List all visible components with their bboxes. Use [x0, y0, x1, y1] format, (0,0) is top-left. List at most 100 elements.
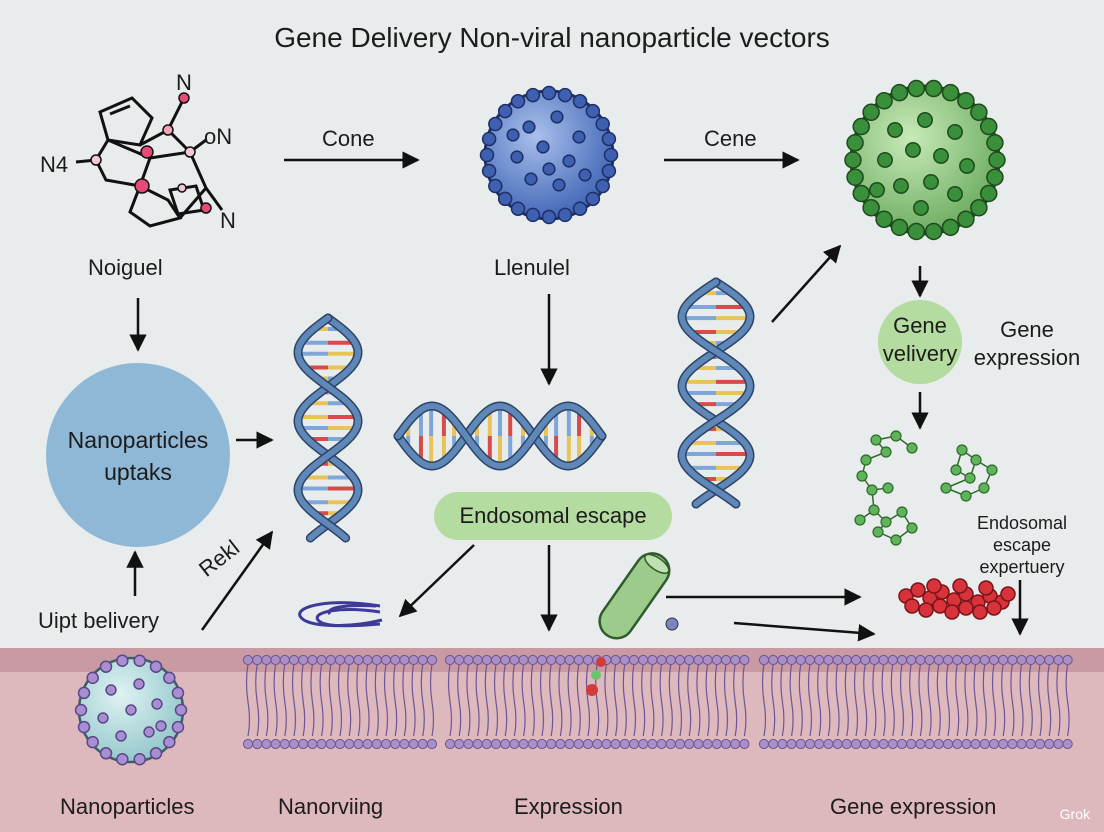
- lipid-tail: [475, 663, 480, 737]
- surface-bead: [143, 726, 155, 738]
- lipid-tail: [484, 663, 489, 737]
- lipid-head: [490, 738, 502, 750]
- lipid-head: [242, 738, 254, 750]
- lipid-head: [924, 654, 935, 666]
- lipid-head: [988, 738, 1000, 750]
- atom-label-on: oN: [204, 124, 233, 149]
- lipid-head: [444, 654, 456, 666]
- lipid-head: [582, 654, 594, 666]
- lipid-tail: [402, 663, 407, 737]
- lipid-head: [952, 738, 963, 750]
- lipid-tail: [393, 663, 398, 737]
- surface-bead: [907, 222, 926, 241]
- lipid-head: [527, 738, 538, 750]
- lipid-tail: [742, 663, 747, 737]
- dna-backbone: [395, 402, 605, 469]
- atom-label-n4: N4: [40, 152, 69, 177]
- bottom-label-nanoparticles: Nanoparticles: [60, 794, 195, 819]
- surface-bead: [923, 174, 939, 190]
- dna-backbone: [295, 315, 361, 541]
- lipid-tail: [631, 663, 637, 737]
- lipid-head: [546, 654, 557, 666]
- lipid-head: [693, 654, 704, 666]
- red-bead: [904, 598, 920, 614]
- lipid-tail: [567, 663, 572, 737]
- network-node: [906, 442, 918, 454]
- lipid-head: [500, 738, 511, 750]
- dna-helix-vertical-left: [293, 313, 363, 543]
- lipid-tail: [549, 663, 554, 737]
- surface-bead: [862, 198, 880, 217]
- lipid-head: [380, 738, 392, 750]
- lipid-head: [647, 654, 658, 666]
- surface-bead: [174, 703, 188, 717]
- surface-bead: [163, 735, 176, 749]
- surface-bead: [497, 191, 513, 207]
- lipid-head: [638, 738, 649, 750]
- surface-bead: [601, 131, 617, 147]
- lipid-tail: [457, 663, 462, 737]
- gene-delivery-line-2: velivery: [882, 341, 958, 366]
- surface-bead: [988, 151, 1006, 169]
- network-node: [890, 534, 902, 546]
- lipid-head: [536, 654, 548, 666]
- red-bead: [958, 600, 974, 616]
- lipid-tail: [466, 663, 471, 737]
- lipid-tail: [733, 663, 738, 737]
- lipid-head: [674, 654, 686, 666]
- arrow-label-cene: Cene: [704, 126, 757, 151]
- lipid-tail: [604, 663, 609, 737]
- surface-bead: [970, 103, 988, 122]
- surface-bead: [924, 79, 943, 98]
- lipid-tail: [539, 663, 545, 737]
- lipid-head: [841, 738, 852, 750]
- lipid-head: [481, 738, 492, 750]
- lipid-tail: [945, 663, 951, 737]
- bottom-label-expression: Expression: [514, 794, 623, 819]
- lipid-head: [906, 738, 917, 750]
- surface-bead: [970, 198, 988, 217]
- lipid-head: [344, 738, 355, 750]
- lipid-head: [509, 738, 520, 750]
- network-node: [882, 482, 894, 494]
- dna-backbone: [395, 403, 605, 470]
- lipid-head: [399, 738, 410, 750]
- endosomal-note-line-2: escape: [992, 535, 1052, 555]
- lipid-head: [1034, 738, 1046, 750]
- uptake-line-2: uptaks: [104, 459, 172, 485]
- lipid-head: [1062, 654, 1073, 666]
- lipid-tail: [365, 663, 370, 737]
- surface-bead: [536, 140, 550, 154]
- dna-backbone: [295, 315, 361, 541]
- lipid-head: [814, 654, 825, 666]
- surface-bead: [171, 686, 185, 700]
- lipid-tail: [853, 663, 859, 737]
- surface-bead: [525, 87, 541, 103]
- endosomal-note-line-3: expertuery: [979, 557, 1065, 577]
- surface-bead: [557, 207, 573, 223]
- arrow-delivery-diagonal: [200, 530, 274, 631]
- lipid-tail: [1019, 663, 1024, 737]
- surface-bead: [481, 131, 497, 147]
- lipid-head: [628, 654, 640, 666]
- lipid-tail: [1056, 663, 1061, 737]
- lipid-head: [942, 654, 954, 666]
- lipid-head: [408, 738, 419, 750]
- surface-bead: [957, 91, 975, 110]
- gene-delivery-line-1: Gene: [893, 313, 947, 338]
- lipid-tail: [863, 663, 868, 737]
- lipid-head: [850, 654, 862, 666]
- lipid-head: [720, 654, 732, 666]
- lipid-tail: [899, 663, 905, 737]
- surface-bead: [522, 120, 536, 134]
- watermark: Grok: [1059, 806, 1090, 822]
- surface-bead: [510, 150, 524, 164]
- lipid-tail: [705, 663, 710, 737]
- surface-bead: [905, 142, 921, 158]
- flow-arrows: [126, 151, 1029, 642]
- lipid-tail: [347, 663, 352, 737]
- surface-bead: [947, 124, 963, 140]
- red-bead: [978, 580, 994, 596]
- surface-bead: [875, 91, 893, 110]
